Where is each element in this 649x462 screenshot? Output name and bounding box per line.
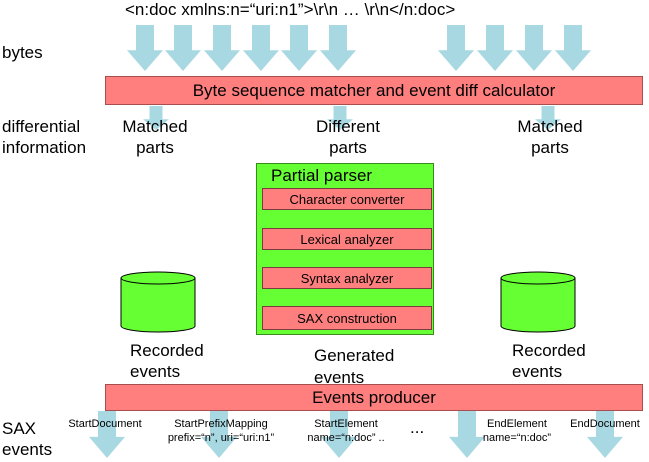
recorded-events-right-line1: Recorded	[512, 341, 586, 360]
sax-event-start-document: StartDocument	[68, 418, 142, 430]
events-producer-bar: Events producer	[105, 384, 643, 411]
matched-parts-right-line1: Matched	[517, 117, 583, 136]
partial-parser-title: Partial parser	[271, 166, 373, 185]
sax-event-ellipsis: ...	[410, 418, 425, 437]
sax-event-start-element: StartElement	[314, 418, 378, 430]
sax-event-end-document: EndDocument	[570, 418, 640, 430]
recorded-events-left-line2: events	[130, 362, 181, 381]
recorded-events-left-line1: Recorded	[130, 341, 204, 360]
byte-arrow	[204, 25, 240, 71]
byte-arrow	[165, 25, 201, 71]
sax-event-start-prefix-mapping-detail: prefix=“n”, uri=“uri:n1”	[167, 432, 275, 444]
different-parts-line2: parts	[329, 138, 367, 157]
label-information: information	[2, 138, 87, 157]
lexical-analyzer-box: Lexical analyzer	[262, 228, 432, 250]
sax-event-end-element-detail: name=“n:doc”	[482, 432, 552, 444]
byte-arrow	[281, 25, 317, 71]
character-converter-box: Character converter	[262, 188, 432, 210]
sax-event-start-prefix-mapping: StartPrefixMapping	[174, 418, 268, 430]
database-icon-left	[120, 271, 196, 333]
sax-event-arrow	[201, 411, 237, 458]
matched-parts-right-line2: parts	[531, 138, 569, 157]
matched-parts-left-line2: parts	[136, 138, 174, 157]
matched-arrow-right	[535, 106, 561, 130]
matched-parts-left-line1: Matched	[122, 117, 188, 136]
label-events: events	[2, 440, 53, 459]
sax-construction-box: SAX construction	[262, 306, 432, 330]
different-parts-line1: Different	[316, 117, 380, 136]
syntax-analyzer-box: Syntax analyzer	[262, 267, 432, 289]
matched-arrow-left	[143, 106, 169, 130]
byte-arrow	[555, 25, 591, 71]
sax-event-arrow	[449, 411, 485, 458]
recorded-events-right-line2: events	[512, 362, 563, 381]
byte-stream-text: <n:doc xmlns:n=“uri:n1”>\r\n … \r\n</n:d…	[125, 0, 456, 19]
byte-arrow	[243, 25, 279, 71]
byte-arrow	[477, 25, 513, 71]
generated-events-line1: Generated	[314, 346, 395, 365]
sax-event-end-element: EndElement	[487, 418, 547, 430]
sax-event-arrow	[89, 411, 125, 458]
byte-arrow	[320, 25, 356, 71]
sax-event-arrow	[587, 411, 623, 458]
byte-arrow	[516, 25, 552, 71]
sax-event-arrow	[321, 411, 357, 458]
different-arrow	[327, 106, 353, 130]
byte-matcher-bar: Byte sequence matcher and event diff cal…	[105, 76, 643, 105]
label-sax: SAX	[2, 419, 37, 438]
label-bytes: bytes	[2, 43, 43, 62]
generated-events-line2: events	[314, 368, 365, 387]
database-icon-right	[500, 271, 576, 333]
label-differential: differential	[2, 117, 81, 136]
byte-arrow	[438, 25, 474, 71]
sax-event-start-element-detail: name=“n:doc” ..	[307, 432, 385, 444]
byte-arrow	[127, 25, 163, 71]
